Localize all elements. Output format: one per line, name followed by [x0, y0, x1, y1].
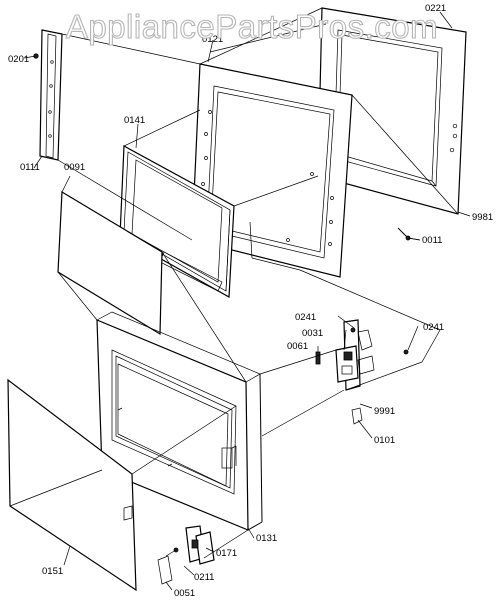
- callout-0211: 0211: [194, 572, 214, 583]
- callout-0221: 0221: [425, 3, 446, 14]
- callout-0101: 0101: [374, 435, 395, 446]
- part-inner-window-frame: [119, 145, 235, 298]
- callout-0051: 0051: [174, 588, 195, 599]
- callout-0241-left: 0241: [295, 312, 316, 323]
- callout-0121: 0121: [202, 34, 223, 45]
- callout-0201: 0201: [8, 54, 29, 65]
- part-latch-assembly: [315, 319, 409, 425]
- callout-0091: 0091: [64, 162, 85, 173]
- part-bottom-latch: [157, 525, 215, 585]
- part-hinge-strip: [33, 29, 63, 161]
- leader-lines: [9, 7, 471, 591]
- callout-0171: 0171: [216, 548, 237, 559]
- callout-0061: 0061: [287, 341, 308, 352]
- callout-9981: 9981: [472, 212, 493, 223]
- callout-labels: 0221 0121 0201 0141 0111 0091 9981 0011 …: [8, 3, 493, 599]
- callout-0011: 0011: [422, 235, 442, 246]
- part-glass-panel: [57, 190, 163, 336]
- callout-0031: 0031: [302, 328, 323, 339]
- callout-0141: 0141: [124, 115, 145, 126]
- part-choke-panel: [7, 378, 137, 592]
- callout-0241-right: 0241: [423, 322, 444, 333]
- callout-9991: 9991: [374, 406, 395, 417]
- callout-0131: 0131: [256, 533, 277, 544]
- callout-0111: 0111: [20, 162, 40, 173]
- callout-0151: 0151: [42, 566, 63, 577]
